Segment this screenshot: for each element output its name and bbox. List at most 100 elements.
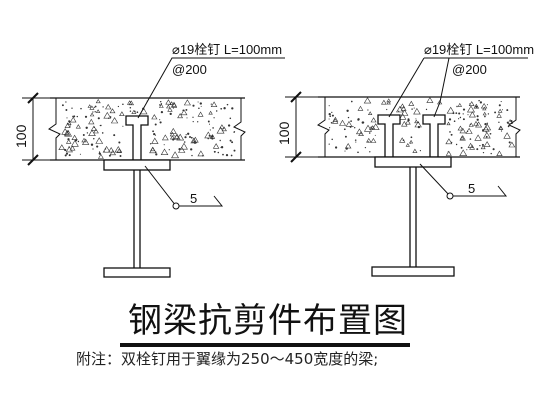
concrete-speckle xyxy=(222,153,224,156)
concrete-speckle xyxy=(469,144,476,150)
concrete-speckle xyxy=(221,126,227,132)
concrete-speckle xyxy=(371,123,380,130)
concrete-speckle xyxy=(176,133,185,141)
concrete-speckle xyxy=(446,121,451,126)
concrete-speckle xyxy=(508,141,511,144)
concrete-speckle xyxy=(73,115,76,118)
concrete-speckle xyxy=(398,110,400,112)
concrete-speckle xyxy=(178,148,181,151)
concrete-speckle xyxy=(79,153,81,155)
concrete-speckle xyxy=(370,137,377,143)
concrete-speckle xyxy=(114,146,123,153)
concrete-speckle xyxy=(498,104,501,107)
concrete-speckle xyxy=(400,109,409,116)
concrete-speckle xyxy=(171,101,177,107)
concrete-speckle xyxy=(122,125,124,127)
concrete-speckle xyxy=(355,141,357,143)
concrete-speckle xyxy=(154,123,157,126)
concrete-speckle xyxy=(469,138,472,140)
concrete-speckle xyxy=(213,117,215,119)
concrete-speckle xyxy=(425,108,428,111)
concrete-speckle xyxy=(193,140,196,143)
right-beam-top-flange xyxy=(374,156,452,168)
concrete-speckle xyxy=(231,141,234,144)
concrete-speckle xyxy=(190,148,193,151)
concrete-speckle xyxy=(486,104,488,106)
concrete-speckle xyxy=(159,119,161,121)
concrete-speckle xyxy=(65,109,68,111)
left-weld-leader xyxy=(144,165,224,207)
concrete-speckle xyxy=(386,100,391,105)
concrete-speckle xyxy=(328,118,330,120)
left-detail: ⌀19栓钉 L=100mm @200 100 5 xyxy=(13,42,285,278)
concrete-speckle xyxy=(343,128,346,131)
right-detail: ⌀19栓钉 L=100mm @200 100 5 xyxy=(276,42,534,277)
right-shear-stud-1 xyxy=(377,114,401,158)
concrete-speckle xyxy=(211,137,214,140)
concrete-speckle xyxy=(76,115,78,118)
concrete-speckle xyxy=(96,145,99,148)
concrete-speckle xyxy=(386,108,388,111)
concrete-speckle xyxy=(479,101,483,104)
concrete-speckle xyxy=(459,149,468,156)
concrete-speckle xyxy=(161,134,169,141)
concrete-speckle xyxy=(212,143,220,149)
left-dim-tick-top xyxy=(27,92,39,104)
concrete-speckle xyxy=(93,137,95,140)
concrete-speckle xyxy=(402,139,405,142)
concrete-speckle xyxy=(190,136,193,139)
concrete-speckle xyxy=(410,142,411,144)
concrete-speckle xyxy=(99,125,101,127)
concrete-speckle xyxy=(197,150,205,157)
concrete-speckle xyxy=(88,118,95,125)
concrete-speckle xyxy=(122,103,124,106)
concrete-speckle xyxy=(153,132,156,136)
concrete-speckle xyxy=(109,108,116,114)
concrete-speckle xyxy=(507,125,510,128)
concrete-speckle xyxy=(456,105,458,108)
concrete-speckle xyxy=(367,109,369,111)
concrete-speckle xyxy=(483,141,491,147)
concrete-speckle xyxy=(401,120,408,127)
concrete-speckle xyxy=(68,120,71,123)
concrete-speckle xyxy=(80,107,82,110)
concrete-speckle xyxy=(103,111,112,119)
concrete-speckle xyxy=(77,140,80,143)
concrete-speckle xyxy=(212,127,214,129)
concrete-speckle xyxy=(476,118,479,121)
concrete-speckle xyxy=(126,100,133,105)
concrete-speckle xyxy=(498,125,504,130)
concrete-speckle xyxy=(94,105,97,108)
concrete-speckle xyxy=(90,143,94,146)
concrete-speckle xyxy=(415,118,417,120)
concrete-speckle xyxy=(496,150,503,156)
concrete-speckle xyxy=(87,104,92,108)
left-dim-value: 100 xyxy=(13,124,29,148)
concrete-speckle xyxy=(85,126,88,129)
concrete-speckle xyxy=(71,107,73,109)
concrete-speckle xyxy=(364,146,367,149)
concrete-speckle xyxy=(344,150,346,152)
concrete-speckle xyxy=(69,145,76,151)
concrete-speckle xyxy=(67,121,72,125)
concrete-speckle xyxy=(82,134,85,136)
left-weld-size: 5 xyxy=(190,191,197,206)
concrete-speckle xyxy=(65,152,69,155)
concrete-speckle xyxy=(102,106,104,108)
concrete-speckle xyxy=(332,118,339,124)
concrete-speckle xyxy=(180,142,188,150)
concrete-speckle xyxy=(168,149,170,151)
concrete-speckle xyxy=(474,134,482,141)
concrete-speckle xyxy=(367,111,373,115)
concrete-speckle xyxy=(66,117,68,119)
concrete-speckle xyxy=(357,151,359,154)
concrete-speckle xyxy=(197,121,199,123)
concrete-speckle xyxy=(198,107,200,109)
concrete-speckle xyxy=(171,151,180,159)
concrete-speckle xyxy=(328,105,330,107)
concrete-speckle xyxy=(452,112,455,115)
concrete-speckle xyxy=(510,119,513,123)
concrete-speckle xyxy=(152,130,155,133)
concrete-speckle xyxy=(484,122,487,126)
concrete-speckle xyxy=(70,139,79,147)
